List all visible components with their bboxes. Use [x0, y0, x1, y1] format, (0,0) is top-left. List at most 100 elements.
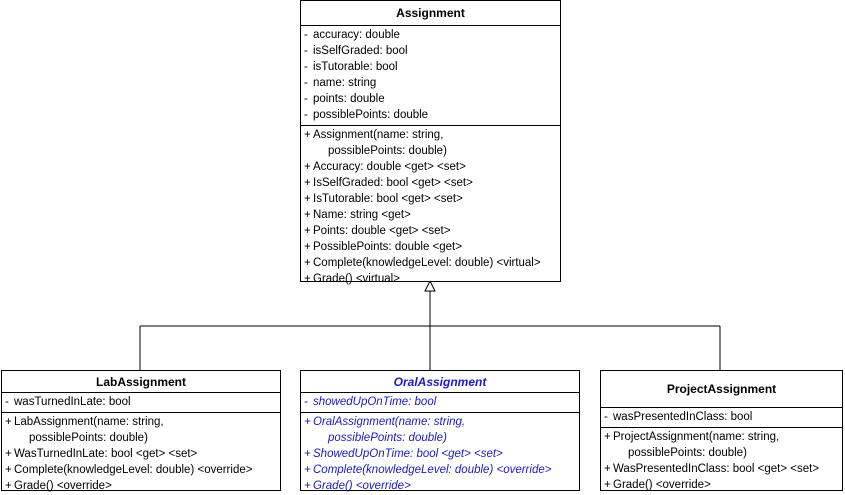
- member-text: isSelfGraded: bool: [313, 45, 408, 57]
- member-text: showedUpOnTime: bool: [313, 396, 437, 408]
- class-assignment[interactable]: Assignment -accuracy: double-isSelfGrade…: [300, 0, 561, 285]
- visibility-marker: +: [604, 463, 611, 475]
- attribute-row: -wasPresentedInClass: bool: [601, 409, 842, 425]
- visibility-marker: +: [304, 416, 311, 428]
- attributes-section: -wasTurnedInLate: bool: [2, 393, 280, 413]
- member-text: Assignment(name: string,: [313, 129, 444, 141]
- operations-section: +LabAssignment(name: string,possiblePoin…: [2, 413, 280, 495]
- attribute-row: -isTutorable: bool: [301, 59, 560, 75]
- member-text: Complete(knowledgeLevel: double) <overri…: [313, 464, 552, 476]
- member-text: Grade() <override>: [313, 480, 411, 492]
- member-text: WasPresentedInClass: bool <get> <set>: [613, 463, 820, 475]
- member-text: Grade() <virtual>: [313, 273, 400, 285]
- visibility-marker: +: [304, 273, 311, 285]
- visibility-marker: +: [5, 416, 12, 428]
- visibility-marker: +: [304, 129, 311, 141]
- visibility-marker: -: [304, 109, 308, 121]
- member-text: possiblePoints: double: [313, 109, 429, 121]
- class-name: LabAssignment: [2, 371, 280, 393]
- attribute-row: -possiblePoints: double: [301, 107, 560, 123]
- class-name: OralAssignment: [301, 371, 579, 393]
- visibility-marker: -: [304, 77, 308, 89]
- member-text: LabAssignment(name: string,: [14, 416, 164, 428]
- member-text: ShowedUpOnTime: bool <get> <set>: [313, 448, 503, 460]
- operation-row: +IsSelfGraded: bool <get> <set>: [301, 175, 560, 191]
- visibility-marker: -: [5, 396, 9, 408]
- member-text: possiblePoints: double): [328, 432, 447, 444]
- operation-row: possiblePoints: double): [2, 430, 280, 446]
- visibility-marker: -: [304, 396, 308, 408]
- visibility-marker: +: [304, 241, 311, 253]
- operation-row: +Grade() <virtual>: [301, 271, 560, 287]
- visibility-marker: +: [304, 177, 311, 189]
- operations-section: +OralAssignment(name: string,possiblePoi…: [301, 413, 579, 495]
- operation-row: +Grade() <override>: [601, 477, 842, 493]
- member-text: PossiblePoints: double <get>: [313, 241, 462, 253]
- visibility-marker: +: [604, 479, 611, 491]
- operation-row: +Complete(knowledgeLevel: double) <overr…: [301, 462, 579, 478]
- operation-row: +LabAssignment(name: string,: [2, 414, 280, 430]
- operation-row: +Complete(knowledgeLevel: double) <overr…: [2, 462, 280, 478]
- operation-row: possiblePoints: double): [601, 445, 842, 461]
- generalization-arrowhead: [424, 279, 436, 292]
- visibility-marker: +: [304, 193, 311, 205]
- member-text: IsTutorable: bool <get> <set>: [313, 193, 463, 205]
- operation-row: +Points: double <get> <set>: [301, 223, 560, 239]
- visibility-marker: +: [304, 448, 311, 460]
- visibility-marker: +: [304, 161, 311, 173]
- operation-row: +Assignment(name: string,: [301, 127, 560, 143]
- visibility-marker: +: [304, 480, 311, 492]
- member-text: ProjectAssignment(name: string,: [613, 431, 780, 443]
- member-text: IsSelfGraded: bool <get> <set>: [313, 177, 473, 189]
- visibility-marker: -: [304, 45, 308, 57]
- operation-row: +Complete(knowledgeLevel: double) <virtu…: [301, 255, 560, 271]
- operation-row: +ProjectAssignment(name: string,: [601, 429, 842, 445]
- class-oral-assignment[interactable]: OralAssignment -showedUpOnTime: bool +Or…: [300, 370, 580, 492]
- member-text: Grade() <override>: [14, 480, 112, 492]
- attributes-section: -accuracy: double-isSelfGraded: bool-isT…: [301, 26, 560, 126]
- class-name: Assignment: [301, 1, 560, 26]
- member-text: OralAssignment(name: string,: [313, 416, 466, 428]
- attribute-row: -wasTurnedInLate: bool: [2, 394, 280, 410]
- member-text: WasTurnedInLate: bool <get> <set>: [14, 448, 198, 460]
- visibility-marker: +: [304, 464, 311, 476]
- operations-section: +ProjectAssignment(name: string,possible…: [601, 428, 842, 495]
- class-name: ProjectAssignment: [601, 371, 842, 408]
- class-lab-assignment[interactable]: LabAssignment -wasTurnedInLate: bool +La…: [1, 370, 281, 492]
- attribute-row: -showedUpOnTime: bool: [301, 394, 579, 410]
- visibility-marker: -: [304, 93, 308, 105]
- member-text: Points: double <get> <set>: [313, 225, 451, 237]
- member-text: possiblePoints: double): [628, 447, 747, 459]
- operation-row: possiblePoints: double): [301, 430, 579, 446]
- attribute-row: -accuracy: double: [301, 27, 560, 43]
- member-text: Complete(knowledgeLevel: double) <overri…: [14, 464, 253, 476]
- class-project-assignment[interactable]: ProjectAssignment -wasPresentedInClass: …: [600, 370, 843, 491]
- member-text: isTutorable: bool: [313, 61, 398, 73]
- member-text: possiblePoints: double): [328, 145, 447, 157]
- attribute-row: -isSelfGraded: bool: [301, 43, 560, 59]
- visibility-marker: -: [604, 411, 608, 423]
- member-text: Name: string <get>: [313, 209, 411, 221]
- operation-row: +OralAssignment(name: string,: [301, 414, 579, 430]
- visibility-marker: +: [5, 448, 12, 460]
- attributes-section: -wasPresentedInClass: bool: [601, 408, 842, 428]
- member-text: Accuracy: double <get> <set>: [313, 161, 466, 173]
- operation-row: +Name: string <get>: [301, 207, 560, 223]
- attribute-row: -name: string: [301, 75, 560, 91]
- operation-row: possiblePoints: double): [301, 143, 560, 159]
- member-text: Complete(knowledgeLevel: double) <virtua…: [313, 257, 541, 269]
- visibility-marker: +: [304, 209, 311, 221]
- operation-row: +Grade() <override>: [2, 478, 280, 494]
- operations-section: +Assignment(name: string,possiblePoints:…: [301, 126, 560, 289]
- member-text: possiblePoints: double): [29, 432, 148, 444]
- operation-row: +WasPresentedInClass: bool <get> <set>: [601, 461, 842, 477]
- attribute-row: -points: double: [301, 91, 560, 107]
- operation-row: +Grade() <override>: [301, 478, 579, 494]
- visibility-marker: -: [304, 61, 308, 73]
- operation-row: +ShowedUpOnTime: bool <get> <set>: [301, 446, 579, 462]
- member-text: name: string: [313, 77, 377, 89]
- visibility-marker: +: [304, 257, 311, 269]
- member-text: accuracy: double: [313, 29, 400, 41]
